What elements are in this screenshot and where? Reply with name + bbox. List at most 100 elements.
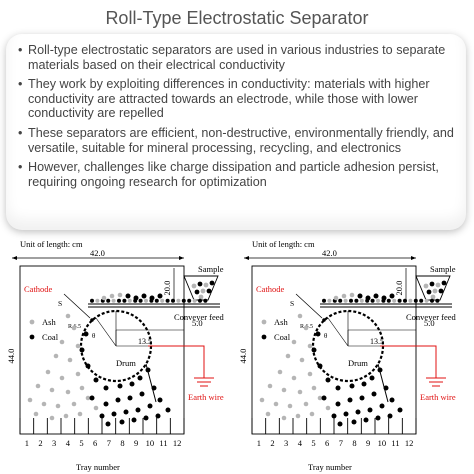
tray-axis-label: Tray number	[308, 462, 352, 472]
coal-particle	[137, 375, 143, 381]
coal-particle	[85, 363, 91, 369]
ash-particle	[75, 371, 81, 377]
coal-particle	[157, 293, 163, 299]
coal-particle	[351, 419, 357, 425]
coal-label: Coal	[274, 332, 291, 342]
coal-particle	[371, 391, 377, 397]
page-title: Roll-Type Electrostatic Separator	[105, 8, 369, 28]
ash-particle	[71, 401, 77, 407]
ash-particle	[307, 343, 313, 349]
electrode-angle: θ	[92, 332, 96, 340]
coal-label: Coal	[42, 332, 59, 342]
ash-particle	[265, 411, 271, 417]
coal-particle	[337, 421, 343, 427]
ash-particle	[49, 415, 55, 421]
feed-particle	[90, 298, 94, 303]
feed-particle	[397, 298, 402, 303]
feed-particle	[386, 298, 391, 303]
coal-particle	[379, 403, 385, 409]
ash-particle	[297, 389, 303, 395]
earth-wire-label: Earth wire	[188, 392, 224, 402]
coal-particle	[111, 411, 117, 417]
feed-particle	[424, 298, 429, 303]
feed-particle	[176, 298, 181, 303]
tray-dividers	[19, 418, 185, 434]
coal-particle	[317, 363, 323, 369]
unit-label: Unit of length: cm	[252, 239, 315, 249]
conveyer-label: Conveyer feed	[406, 312, 457, 322]
ash-particle	[79, 385, 85, 391]
bullet-list: Roll-type electrostatic separators are u…	[18, 43, 456, 189]
ash-particle	[349, 292, 355, 298]
tray-number: 8	[352, 438, 356, 448]
ash-particle	[277, 369, 283, 375]
ash-particle	[287, 403, 293, 409]
ash-particle	[55, 403, 61, 409]
earth-wire	[380, 345, 437, 378]
separator-diagram: Unit of length: cm 42.0 44.0 Sample Conv…	[8, 239, 225, 472]
earth-wire	[148, 345, 205, 378]
tray-number: 6	[93, 438, 97, 448]
coal-particle	[369, 375, 375, 381]
feed-particle	[138, 298, 143, 303]
coal-particle	[165, 407, 171, 413]
coal-particle	[381, 295, 387, 301]
sample-label: Sample	[198, 264, 224, 274]
height-dimension: 44.0	[240, 349, 248, 364]
ash-label: Ash	[42, 317, 56, 327]
coal-particle	[377, 367, 383, 373]
ash-particle	[309, 411, 315, 417]
ash-particles	[259, 292, 355, 421]
width-dimension: 42.0	[322, 248, 337, 258]
drum-radius-line	[95, 317, 117, 347]
feed-particle	[338, 298, 343, 303]
sample-hopper	[183, 275, 219, 301]
tray-number: 4	[298, 438, 303, 448]
ash-particle	[297, 313, 303, 319]
arrowhead	[12, 256, 17, 260]
ash-particle	[303, 401, 309, 407]
coal-particle	[365, 295, 371, 301]
ash-particle	[281, 387, 287, 393]
feed-particle	[343, 298, 348, 303]
tray-number: 12	[173, 438, 182, 448]
ash-particle	[85, 395, 91, 401]
ash-particle	[117, 292, 123, 298]
coal-particle	[117, 383, 123, 389]
feed-height-dimension: 20.0	[162, 281, 172, 296]
coal-particle	[363, 417, 369, 423]
electrode-angle: θ	[324, 332, 328, 340]
ash-particle	[311, 385, 317, 391]
coal-particle	[347, 397, 353, 403]
feed-particle	[122, 298, 127, 303]
tray-number: 7	[107, 438, 111, 448]
ash-particle	[49, 387, 55, 393]
feed-particle	[106, 298, 111, 303]
ash-particle	[341, 293, 347, 299]
feed-particle	[187, 298, 192, 303]
s-label: S	[290, 299, 294, 308]
tray-number: 2	[270, 438, 274, 448]
tray-number: 1	[257, 438, 261, 448]
tray-number: 11	[159, 438, 167, 448]
ash-particle	[67, 357, 73, 363]
ash-particles	[27, 292, 123, 421]
coal-legend-marker	[261, 334, 267, 340]
ash-particle	[59, 375, 65, 381]
coal-particle	[99, 413, 105, 419]
hopper-particles	[423, 280, 447, 300]
coal-particle	[131, 417, 137, 423]
coal-particle	[135, 407, 141, 413]
feed-particle	[111, 298, 116, 303]
feed-particle	[359, 298, 364, 303]
tray-number: 12	[405, 438, 414, 448]
feed-particle	[408, 298, 413, 303]
drum-label: Drum	[348, 358, 368, 368]
ash-particle	[53, 353, 59, 359]
ash-particle	[291, 375, 297, 381]
ash-particle	[33, 411, 39, 417]
ash-particle	[325, 405, 331, 411]
ash-particle	[27, 397, 33, 403]
sample-label: Sample	[430, 264, 456, 274]
